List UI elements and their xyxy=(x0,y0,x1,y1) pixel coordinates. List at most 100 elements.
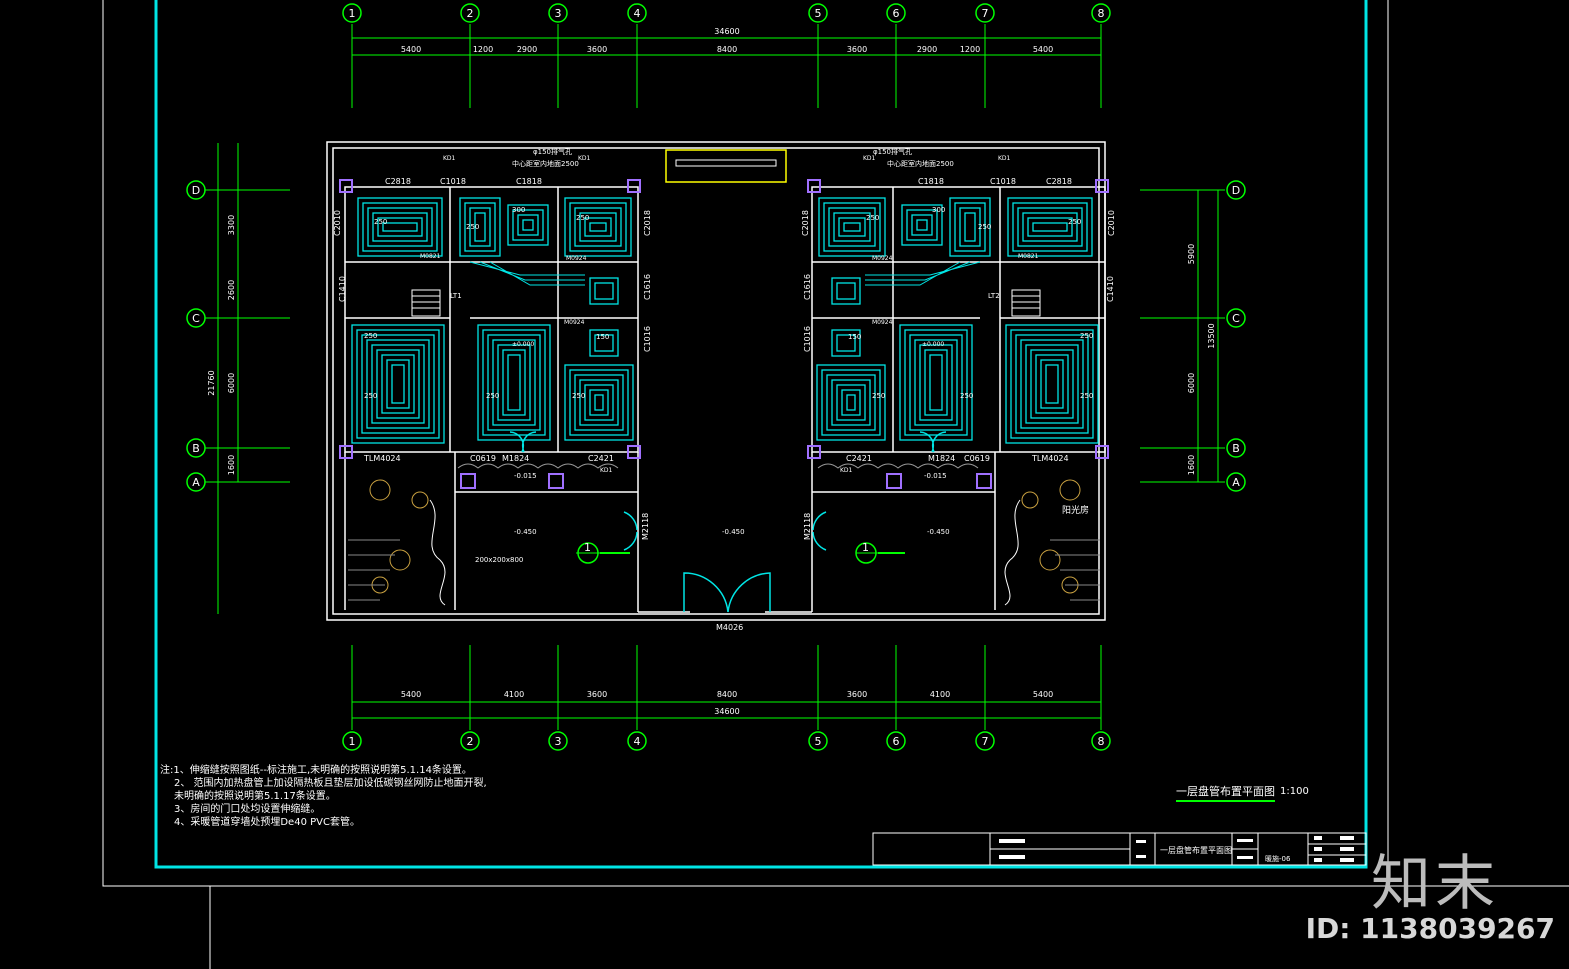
svg-text:KD1: KD1 xyxy=(998,155,1011,162)
svg-text:-0.450: -0.450 xyxy=(514,528,537,536)
svg-text:1: 1 xyxy=(584,541,591,554)
svg-text:A: A xyxy=(1232,476,1240,489)
svg-text:C: C xyxy=(192,312,200,325)
coil-loop xyxy=(351,324,445,444)
sheet-title: 一层盘管布置平面图 xyxy=(1160,845,1232,855)
note-2-cont: 未明确的按照说明第5.1.17条设置。 xyxy=(174,791,336,802)
coil-loop xyxy=(564,197,632,257)
svg-text:250: 250 xyxy=(576,214,589,222)
svg-text:5: 5 xyxy=(815,735,822,748)
svg-text:M0924: M0924 xyxy=(872,255,893,262)
coil-loop xyxy=(477,324,551,441)
axis-bubble-C: C xyxy=(1226,308,1246,328)
svg-text:4: 4 xyxy=(634,735,641,748)
svg-text:中心距室内地面2500: 中心距室内地面2500 xyxy=(887,159,954,168)
dim-left: 1600 xyxy=(227,455,236,475)
svg-text:250: 250 xyxy=(1068,218,1081,226)
svg-text:250: 250 xyxy=(572,392,585,400)
svg-text:KD1: KD1 xyxy=(840,467,853,474)
svg-text:250: 250 xyxy=(1080,392,1093,400)
svg-text:±0.000: ±0.000 xyxy=(512,341,534,348)
svg-text:-0.015: -0.015 xyxy=(514,472,537,480)
svg-text:1: 1 xyxy=(349,735,356,748)
watermark-id: ID: 1138039267 xyxy=(1305,912,1555,945)
svg-text:C1018: C1018 xyxy=(990,177,1016,186)
svg-text:C0619: C0619 xyxy=(470,454,496,463)
svg-text:KD1: KD1 xyxy=(863,155,876,162)
section-markers: 1 1 xyxy=(576,541,905,564)
svg-text:250: 250 xyxy=(960,392,973,400)
svg-text:1: 1 xyxy=(862,541,869,554)
svg-text:250: 250 xyxy=(364,392,377,400)
svg-text:B: B xyxy=(192,442,200,455)
dim-bottom-total: 34600 xyxy=(714,707,739,716)
dim-right: 6000 xyxy=(1187,373,1196,393)
svg-text:C1818: C1818 xyxy=(516,177,542,186)
axis-bubble-3: 3 xyxy=(548,3,568,23)
heating-coils xyxy=(351,197,1099,444)
dim-left-total: 21760 xyxy=(207,370,216,395)
svg-text:C2421: C2421 xyxy=(588,454,614,463)
coil-loop xyxy=(459,197,501,257)
sunroom-right xyxy=(1004,479,1100,606)
axis-bubble-8: 8 xyxy=(1091,731,1111,751)
svg-text:150: 150 xyxy=(596,333,609,341)
svg-text:C: C xyxy=(1232,312,1240,325)
columns xyxy=(339,179,1109,489)
svg-text:B: B xyxy=(1232,442,1240,455)
axis-bubble-2: 2 xyxy=(460,731,480,751)
axis-bubble-7: 7 xyxy=(975,731,995,751)
watermark-logo: 知末 xyxy=(1371,849,1499,919)
outer-frame xyxy=(102,0,1389,887)
svg-text:250: 250 xyxy=(486,392,499,400)
drawing-border xyxy=(154,0,1368,869)
svg-text:-0.450: -0.450 xyxy=(722,528,745,536)
coil-loop xyxy=(589,277,619,305)
coil-loop xyxy=(589,329,619,357)
coil-loop xyxy=(357,197,443,257)
svg-text:250: 250 xyxy=(374,218,387,226)
svg-text:KD1: KD1 xyxy=(443,155,456,162)
svg-text:C1410: C1410 xyxy=(1106,276,1115,302)
svg-text:8: 8 xyxy=(1098,735,1105,748)
coil-loop xyxy=(1007,197,1093,257)
axis-bubble-2: 2 xyxy=(460,3,480,23)
svg-text:D: D xyxy=(192,184,200,197)
svg-text:C2018: C2018 xyxy=(643,210,652,236)
svg-text:-0.450: -0.450 xyxy=(927,528,950,536)
svg-text:KD1: KD1 xyxy=(600,467,613,474)
axis-bubble-3: 3 xyxy=(548,731,568,751)
svg-text:C2818: C2818 xyxy=(385,177,411,186)
dim-left: 3300 xyxy=(227,215,236,235)
svg-text:LT1: LT1 xyxy=(450,292,462,300)
building-walls xyxy=(326,141,1106,621)
dim-bottom: 8400 xyxy=(717,690,737,699)
svg-text:C1016: C1016 xyxy=(643,326,652,352)
coil-loop xyxy=(818,197,886,257)
svg-text:3: 3 xyxy=(555,7,562,20)
sunroom-left xyxy=(348,479,446,606)
svg-text:2: 2 xyxy=(467,7,474,20)
svg-text:1: 1 xyxy=(349,7,356,20)
svg-text:阳光房: 阳光房 xyxy=(1062,504,1089,516)
svg-text:φ150排气孔: φ150排气孔 xyxy=(533,147,572,156)
axis-bubble-C: C xyxy=(186,308,206,328)
dim-bottom: 5400 xyxy=(401,690,421,699)
note-2: 2、 范围内加热盘管上加设隔热板且垫层加设低碳钢丝网防止地面开裂, xyxy=(174,778,487,789)
coil-loop xyxy=(901,204,943,246)
dim-top: 5400 xyxy=(401,45,421,54)
svg-text:TLM4024: TLM4024 xyxy=(1031,454,1069,463)
svg-text:C2010: C2010 xyxy=(333,210,342,236)
svg-text:KD1: KD1 xyxy=(578,155,591,162)
svg-text:C1410: C1410 xyxy=(338,276,347,302)
axis-bubble-D: D xyxy=(1226,180,1246,200)
svg-text:-0.015: -0.015 xyxy=(924,472,947,480)
axis-bubble-1: 1 xyxy=(342,3,362,23)
dim-bottom: 4100 xyxy=(504,690,524,699)
stair-right xyxy=(1011,289,1041,317)
svg-text:4: 4 xyxy=(634,7,641,20)
drawing-scale: 1:100 xyxy=(1280,786,1309,797)
